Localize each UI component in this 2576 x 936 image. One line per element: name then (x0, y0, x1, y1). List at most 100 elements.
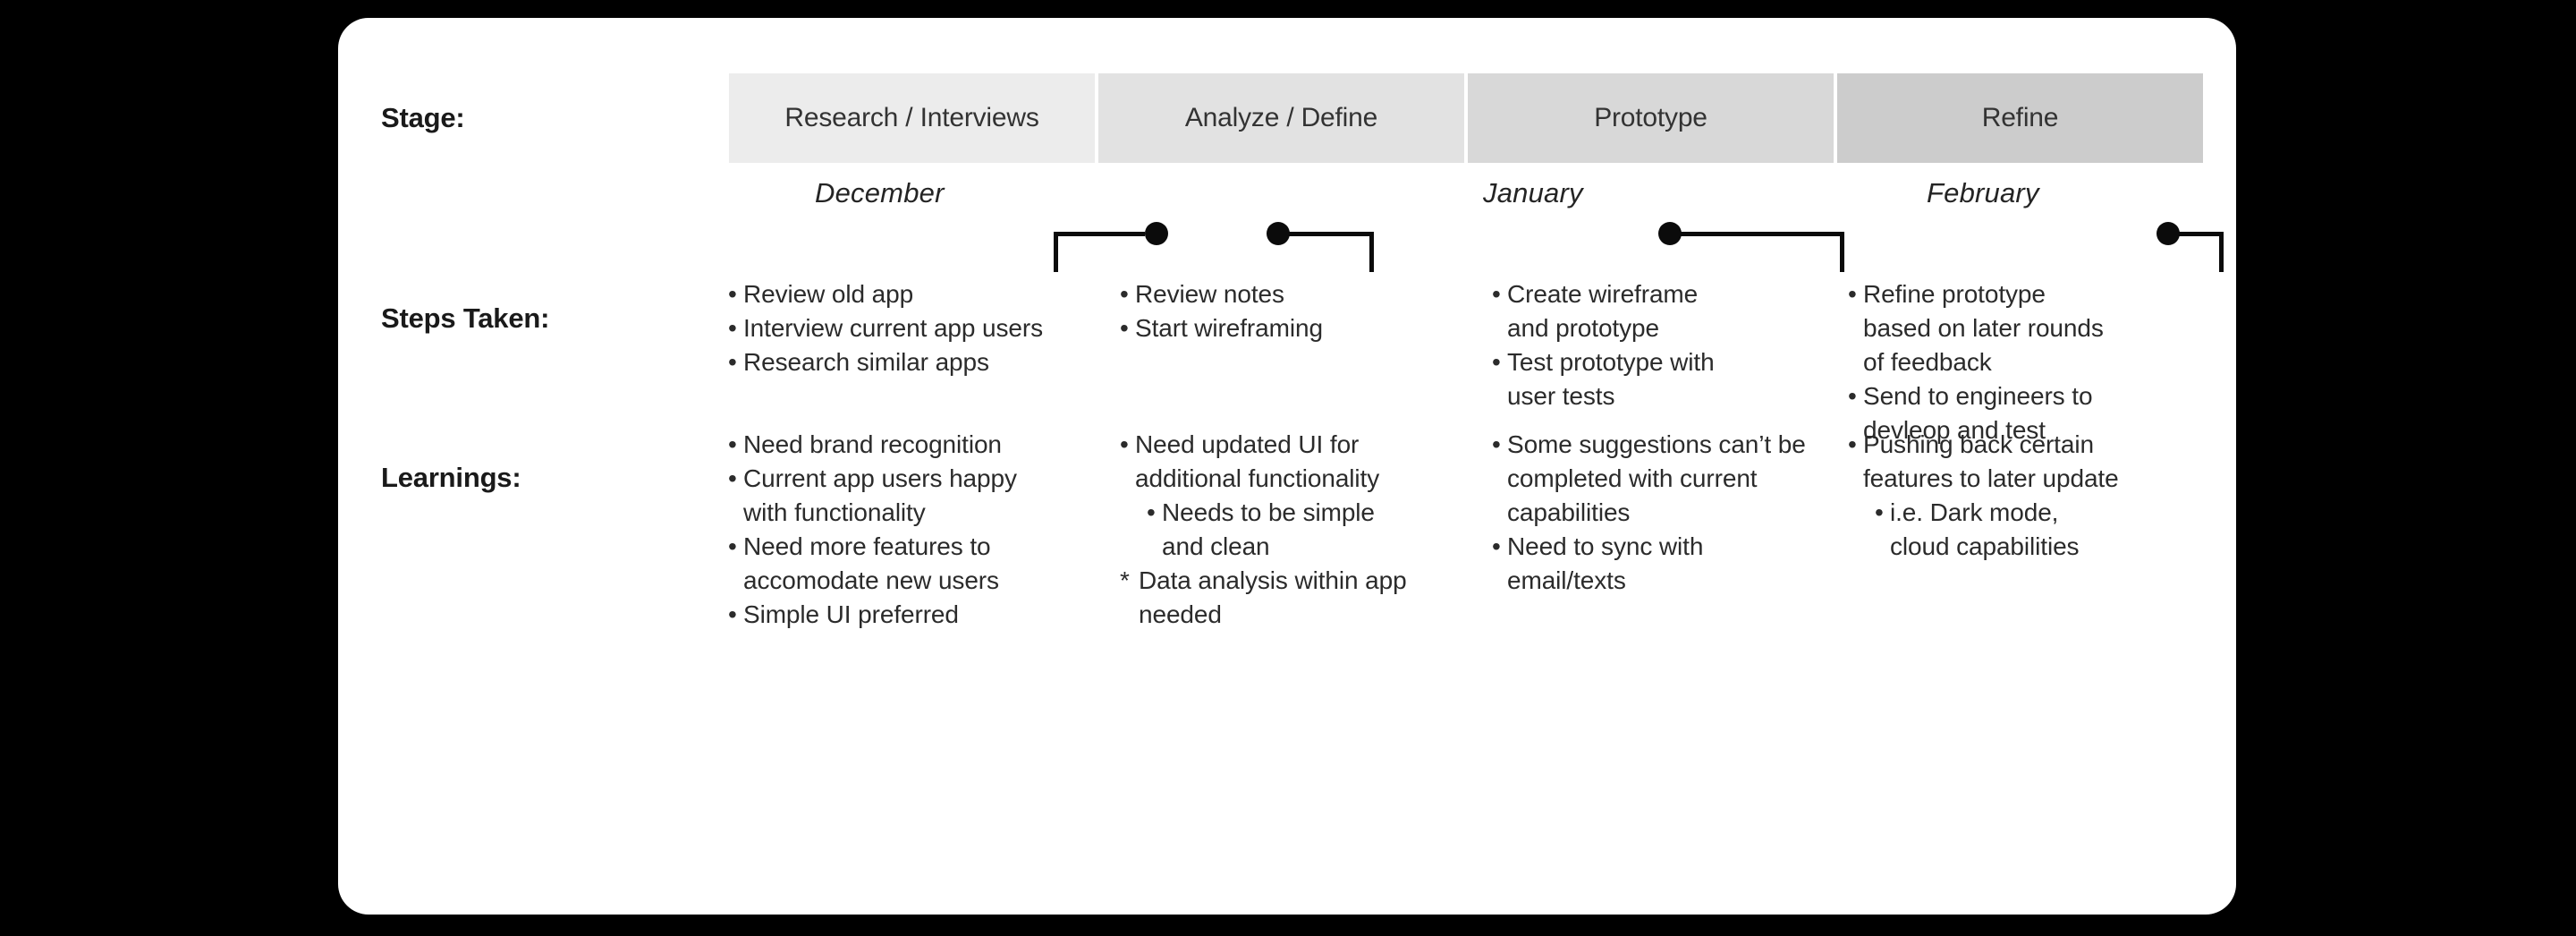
dot-bullet-icon: • (728, 464, 737, 492)
dot-bullet-icon: • (1120, 314, 1129, 342)
timeline-dot-icon (1145, 222, 1168, 245)
dot-bullet-icon: • (1120, 430, 1129, 458)
dot-bullet-icon: • (728, 348, 737, 376)
timeline-connector-1 (1267, 222, 1385, 272)
steps-column-0: •Review old app•Interview current app us… (714, 277, 1100, 447)
dot-bullet-icon: • (728, 280, 737, 308)
learnings-bullet-text: Some suggestions can’t be completed with… (1507, 430, 1806, 526)
learnings-bullet: •Needs to be simple and clean (1120, 496, 1476, 564)
timeline-vertical-line (1840, 232, 1844, 272)
dot-bullet-icon: • (1492, 348, 1501, 376)
learnings-bullet-text: Pushing back certain features to later u… (1863, 430, 2119, 492)
stage-box-1[interactable]: Analyze / Define (1098, 73, 1464, 163)
stage-box-label: Prototype (1594, 103, 1707, 132)
stage-boxes: Research / Interviews Analyze / Define Pro… (729, 73, 2203, 163)
learnings-bullet-text: i.e. Dark mode, cloud capabilities (1890, 498, 2080, 560)
learnings-bullet: •Current app users happy with functional… (728, 462, 1100, 530)
steps-column-1: •Review notes•Start wireframing (1100, 277, 1476, 447)
dot-bullet-icon: • (1147, 498, 1156, 526)
steps-taken-row-label: Steps Taken: (381, 302, 550, 334)
timeline-connector-2 (1658, 222, 1856, 272)
steps-bullet: •Test prototype with user tests (1492, 345, 1834, 413)
learnings-bullet-text: Needs to be simple and clean (1162, 498, 1375, 560)
steps-bullet: •Review notes (1120, 277, 1476, 311)
stage-row-label: Stage: (381, 102, 465, 133)
learnings-bullet: •Pushing back certain features to later … (1848, 428, 2243, 496)
steps-bullet-text: Create wireframe and prototype (1507, 280, 1699, 342)
learnings-bullet: •Need more features to accomodate new us… (728, 530, 1100, 598)
steps-bullet: •Send to engineers to devleop and test (1848, 379, 2243, 447)
dot-bullet-icon: • (1492, 280, 1501, 308)
stage-box-label: Refine (1981, 103, 2059, 132)
learnings-row-label: Learnings: (381, 462, 521, 493)
stage-box-3[interactable]: Refine (1837, 73, 2203, 163)
timeline-horizontal-line (1054, 232, 1145, 236)
learnings-columns: •Need brand recognition•Current app user… (714, 428, 2243, 632)
steps-taken-columns: •Review old app•Interview current app us… (714, 277, 2243, 447)
learnings-column-1: •Need updated UI for additional function… (1100, 428, 1476, 632)
dot-bullet-icon: • (1848, 382, 1857, 410)
learnings-bullet: •Some suggestions can’t be completed wit… (1492, 428, 1834, 530)
dot-bullet-icon: • (728, 314, 737, 342)
month-label-december: December (815, 177, 945, 208)
timeline-connector-0 (1054, 222, 1168, 272)
steps-bullet: •Create wireframe and prototype (1492, 277, 1834, 345)
dot-bullet-icon: • (728, 600, 737, 628)
stage-box-label: Analyze / Define (1184, 103, 1378, 132)
steps-bullet-text: Interview current app users (743, 314, 1044, 342)
steps-bullet-text: Send to engineers to devleop and test (1863, 382, 2093, 444)
timeline-connectors (338, 222, 2236, 272)
timeline-card: Stage: Research / Interviews Analyze / De… (338, 18, 2236, 915)
dot-bullet-icon: • (1848, 430, 1857, 458)
stage-box-2[interactable]: Prototype (1468, 73, 1834, 163)
steps-column-2: •Create wireframe and prototype•Test pro… (1476, 277, 1834, 447)
learnings-column-2: •Some suggestions can’t be completed wit… (1476, 428, 1834, 632)
steps-bullet-text: Research similar apps (743, 348, 989, 376)
timeline-horizontal-line (1278, 232, 1374, 236)
steps-bullet: •Interview current app users (728, 311, 1100, 345)
learnings-bullet-text: Need updated UI for additional functiona… (1135, 430, 1380, 492)
stage-box-0[interactable]: Research / Interviews (729, 73, 1095, 163)
learnings-bullet-text: Need to sync with email/texts (1507, 532, 1704, 594)
timeline-vertical-line (1369, 232, 1374, 272)
stage-row: Stage: Research / Interviews Analyze / De… (338, 73, 2236, 163)
timeline-dot-icon (1267, 222, 1290, 245)
timeline-dot-icon (1658, 222, 1682, 245)
dot-bullet-icon: • (1875, 498, 1884, 526)
steps-bullet-text: Test prototype with user tests (1507, 348, 1715, 410)
dot-bullet-icon: • (1492, 430, 1501, 458)
learnings-column-0: •Need brand recognition•Current app user… (714, 428, 1100, 632)
steps-bullet: •Research similar apps (728, 345, 1100, 379)
stage-box-label: Research / Interviews (784, 103, 1039, 132)
steps-bullet-text: Refine prototype based on later rounds o… (1863, 280, 2104, 376)
month-label-january: January (1483, 177, 1583, 208)
learnings-bullet-text: Data analysis within app needed (1139, 566, 1407, 628)
timeline-vertical-line (1054, 232, 1058, 272)
steps-bullet: •Start wireframing (1120, 311, 1476, 345)
learnings-bullet: •Simple UI preferred (728, 598, 1100, 632)
timeline-vertical-line (2219, 232, 2224, 272)
timeline-dot-icon (2157, 222, 2180, 245)
steps-bullet-text: Start wireframing (1135, 314, 1323, 342)
learnings-bullet: •Need updated UI for additional function… (1120, 428, 1476, 496)
learnings-bullet-text: Simple UI preferred (743, 600, 959, 628)
learnings-bullet: •Need brand recognition (728, 428, 1100, 462)
learnings-column-3: •Pushing back certain features to later … (1834, 428, 2243, 632)
learnings-bullet: *Data analysis within app needed (1120, 564, 1476, 632)
dot-bullet-icon: • (1492, 532, 1501, 560)
timeline-horizontal-line (1670, 232, 1844, 236)
learnings-bullet-text: Need more features to accomodate new use… (743, 532, 999, 594)
learnings-bullet-text: Need brand recognition (743, 430, 1002, 458)
dot-bullet-icon: • (1120, 280, 1129, 308)
timeline-connector-3 (2157, 222, 2235, 272)
steps-bullet-text: Review notes (1135, 280, 1284, 308)
learnings-bullet-text: Current app users happy with functionali… (743, 464, 1017, 526)
dot-bullet-icon: • (1848, 280, 1857, 308)
steps-column-3: •Refine prototype based on later rounds … (1834, 277, 2243, 447)
steps-bullet: •Refine prototype based on later rounds … (1848, 277, 2243, 379)
steps-bullet-text: Review old app (743, 280, 914, 308)
learnings-bullet: •i.e. Dark mode, cloud capabilities (1848, 496, 2243, 564)
timeline-horizontal-line (2168, 232, 2224, 236)
